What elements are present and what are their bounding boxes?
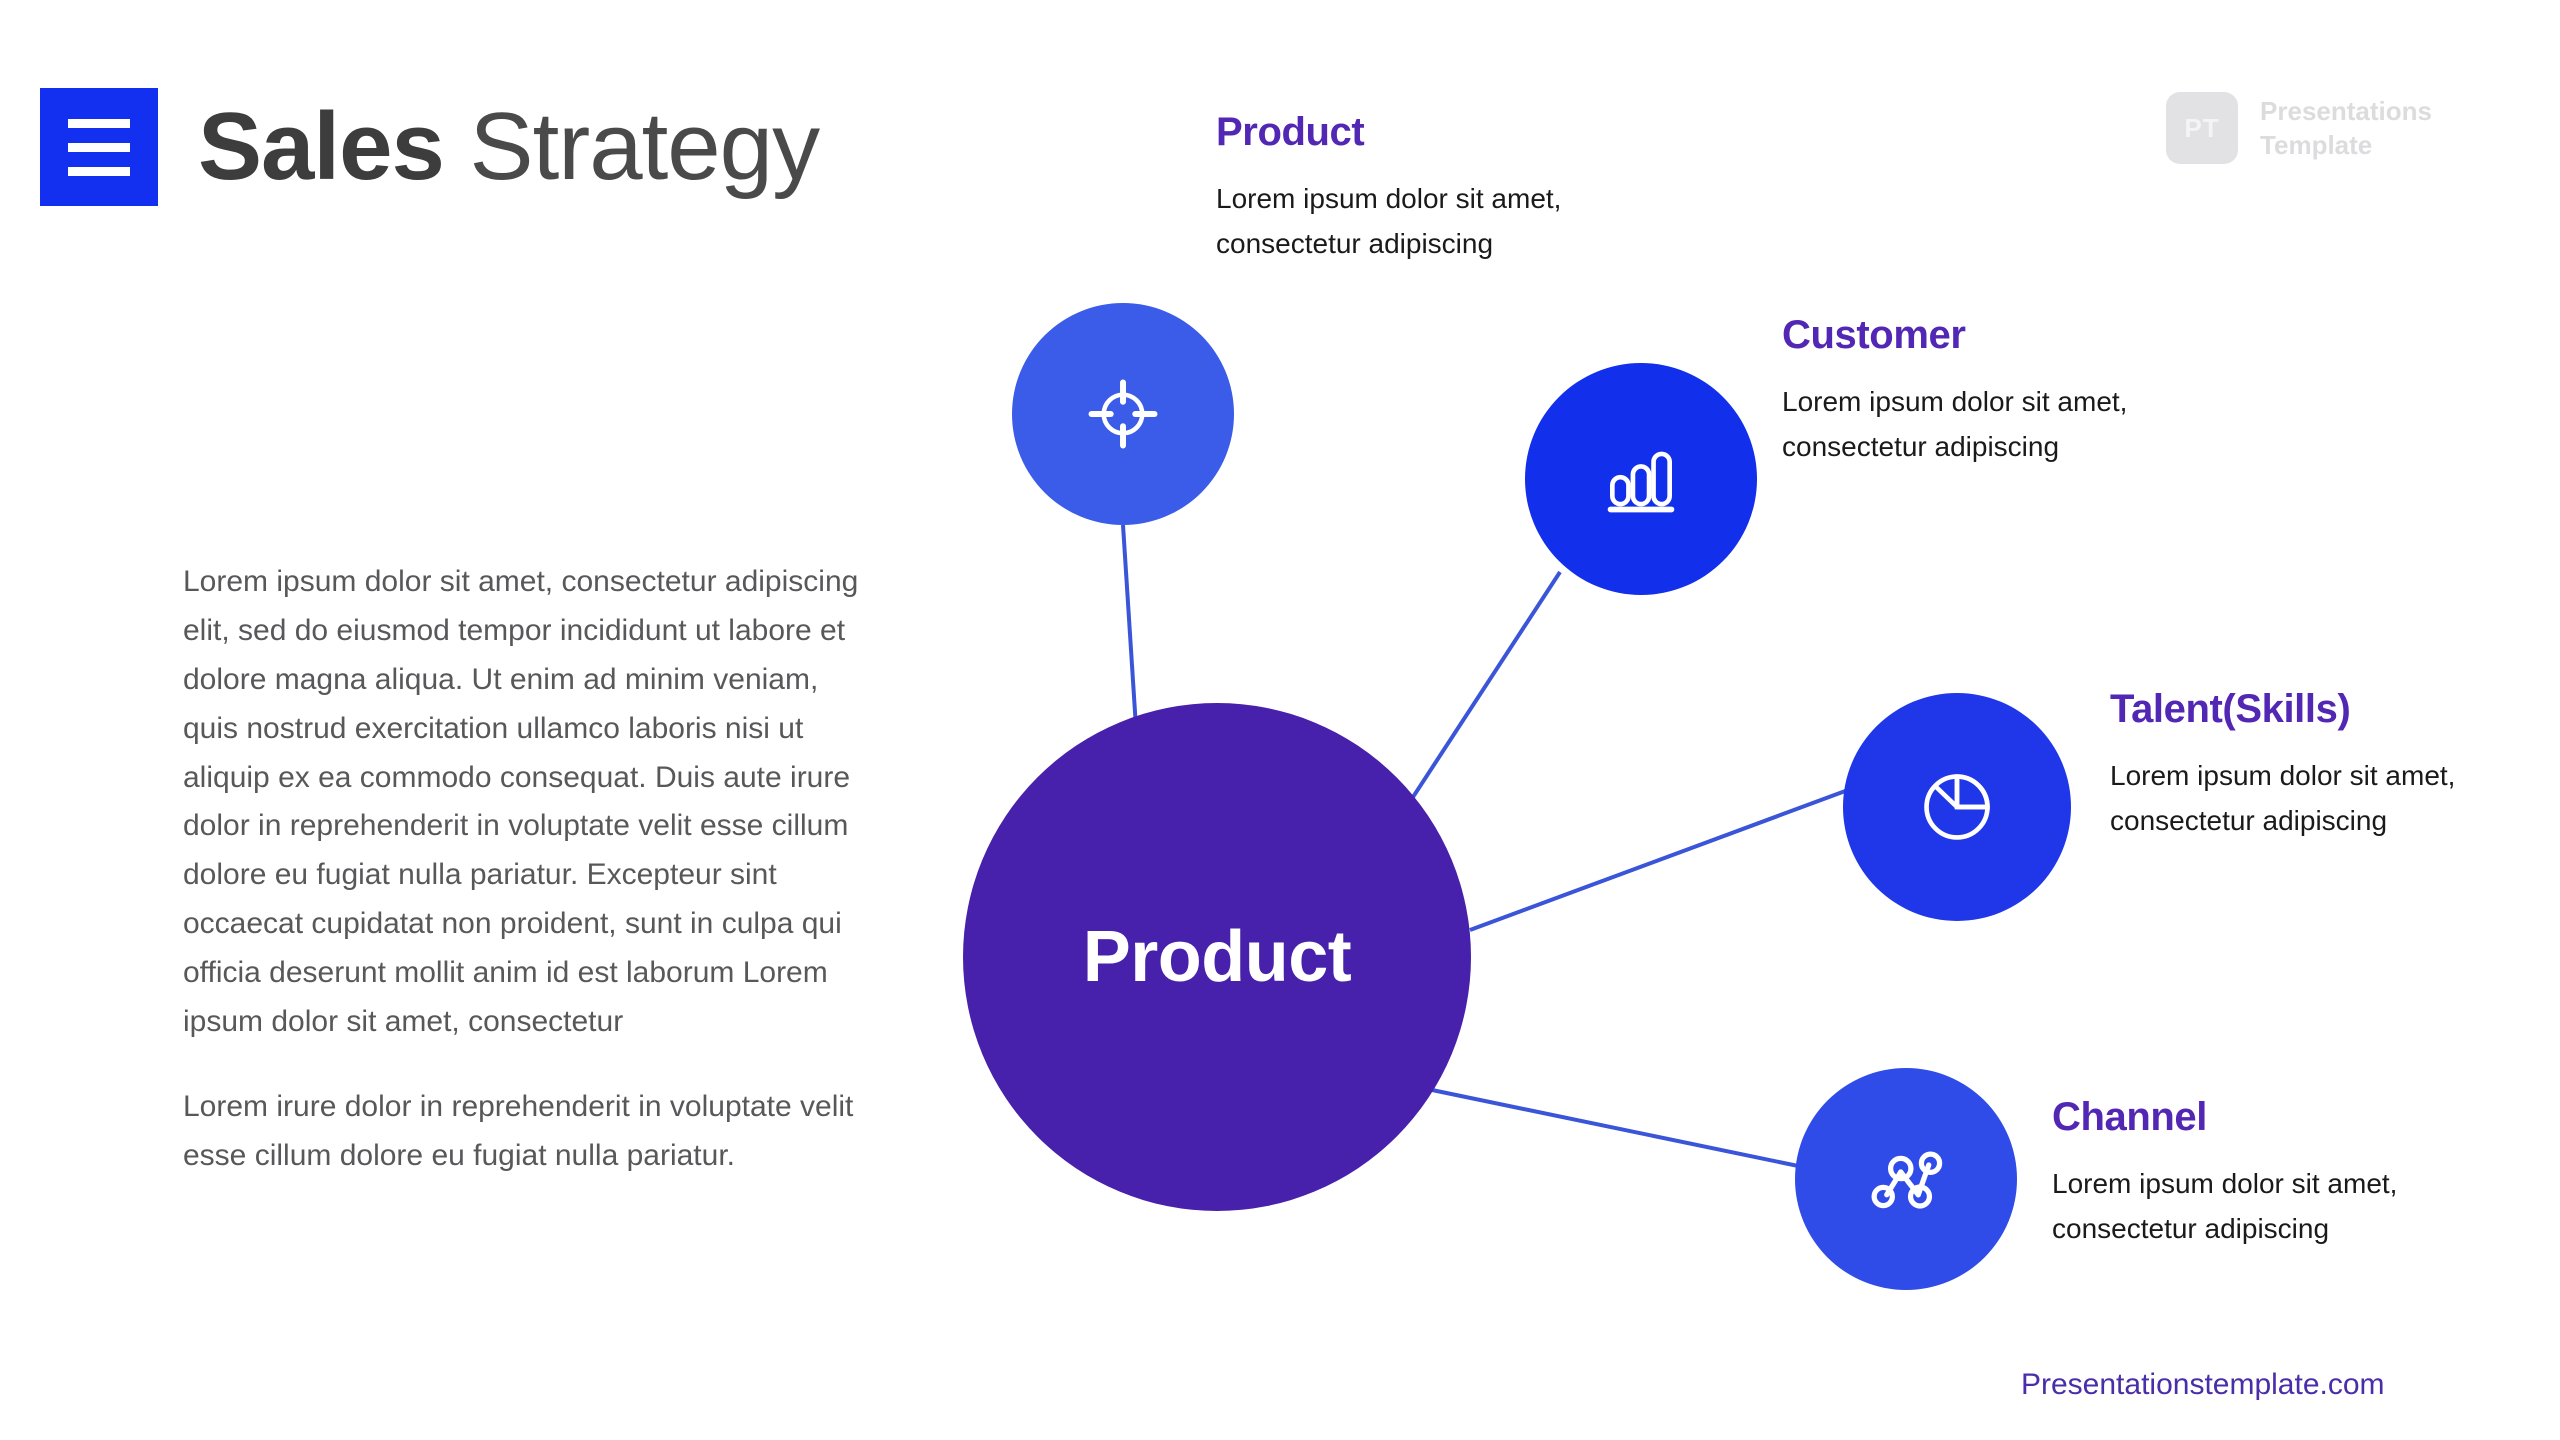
hamburger-icon-bar-3 bbox=[68, 166, 130, 176]
node-product[interactable] bbox=[1012, 303, 1234, 525]
network-nodes-icon bbox=[1871, 1151, 1943, 1209]
description-customer: Lorem ipsum dolor sit amet, consectetur … bbox=[1782, 386, 2128, 463]
heading-product: Product bbox=[1216, 110, 1365, 154]
hamburger-icon-bar-2 bbox=[68, 142, 130, 152]
description-product: Lorem ipsum dolor sit amet, consectetur … bbox=[1216, 183, 1562, 260]
description-channel: Lorem ipsum dolor sit amet, consectetur … bbox=[2052, 1168, 2398, 1245]
heading-talent: Talent(Skills) bbox=[2110, 687, 2351, 731]
body-paragraph-2: Lorem irure dolor in reprehenderit in vo… bbox=[183, 1089, 854, 1172]
text-block-talent: Talent(Skills) Lorem ipsum dolor sit ame… bbox=[2110, 687, 2540, 844]
node-channel[interactable] bbox=[1795, 1068, 2017, 1290]
watermark-text-line2: Template bbox=[2260, 130, 2373, 160]
text-block-customer: Customer Lorem ipsum dolor sit amet, con… bbox=[1782, 313, 2212, 470]
heading-channel: Channel bbox=[2052, 1095, 2207, 1139]
page-title-light: Strategy bbox=[469, 93, 821, 200]
text-block-channel: Channel Lorem ipsum dolor sit amet, cons… bbox=[2052, 1095, 2482, 1252]
watermark-logo: PT Presentations Template bbox=[2166, 92, 2432, 164]
watermark-text: Presentations Template bbox=[2260, 94, 2432, 163]
body-paragraph-1: Lorem ipsum dolor sit amet, consectetur … bbox=[183, 565, 859, 1039]
bar-chart-icon bbox=[1607, 451, 1675, 513]
hamburger-menu-button[interactable] bbox=[40, 88, 158, 206]
heading-customer: Customer bbox=[1782, 313, 1966, 357]
connector-line-channel bbox=[1431, 1088, 1809, 1170]
node-customer[interactable] bbox=[1525, 363, 1757, 595]
footer-website-link[interactable]: Presentationstemplate.com bbox=[2021, 1368, 2385, 1401]
connector-line-customer bbox=[1394, 570, 1562, 825]
text-block-product: Product Lorem ipsum dolor sit amet, cons… bbox=[1216, 110, 1646, 267]
body-copy: Lorem ipsum dolor sit amet, consectetur … bbox=[183, 558, 871, 1181]
watermark-text-line1: Presentations bbox=[2260, 95, 2432, 126]
connector-line-talent bbox=[1469, 788, 1849, 932]
description-talent: Lorem ipsum dolor sit amet, consectetur … bbox=[2110, 760, 2456, 837]
watermark-badge: PT bbox=[2166, 92, 2239, 164]
pie-chart-icon bbox=[1924, 774, 1990, 840]
page-title: Sales Strategy bbox=[198, 99, 820, 195]
center-node-label: Product bbox=[1082, 917, 1352, 997]
hamburger-icon-bar-1 bbox=[68, 118, 130, 128]
node-talent[interactable] bbox=[1843, 693, 2071, 921]
page-header: Sales Strategy bbox=[40, 88, 820, 206]
target-icon bbox=[1088, 379, 1158, 449]
center-node-product[interactable]: Product bbox=[963, 703, 1471, 1211]
page-title-bold: Sales bbox=[198, 93, 445, 200]
